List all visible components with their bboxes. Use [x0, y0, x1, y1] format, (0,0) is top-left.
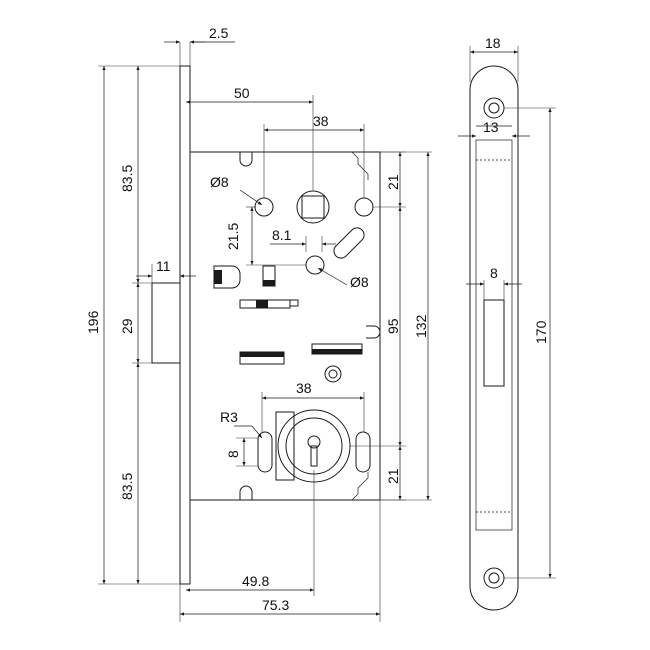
dim-body-width: 75.3 — [262, 597, 289, 613]
corner-notch-bottom — [351, 472, 369, 501]
strike-hole-bottom-outer — [483, 567, 505, 589]
spindle-square — [301, 195, 325, 219]
dim-key-center: 49.8 — [242, 573, 269, 589]
keyhole-round — [307, 435, 321, 449]
dim-strike-width: 18 — [485, 35, 501, 51]
dim-strike-height: 170 — [533, 320, 549, 344]
lock-body-drawing — [151, 65, 381, 585]
strike-plate-drawing — [469, 65, 519, 611]
dim-latch-width: 11 — [156, 258, 171, 274]
spindle-hub — [296, 190, 330, 224]
latch-head-fill — [214, 270, 222, 284]
corner-notch-top — [351, 151, 369, 180]
keyhole-slot — [310, 445, 318, 467]
slide-bar-2-fill — [240, 352, 284, 357]
dim-faceplate-lower: 83.5 — [119, 473, 135, 500]
strike-plate-recess — [475, 139, 513, 531]
dim-keyhole-spacing: 38 — [296, 380, 312, 396]
strike-latch-slot — [483, 299, 505, 387]
dim-backset: 50 — [234, 85, 250, 101]
dim-hole-center: Ø8 — [350, 274, 369, 290]
dim-faceplate-upper: 83.5 — [119, 165, 135, 192]
slide-bar-1-fill — [256, 300, 268, 308]
strike-hole-top-outer — [483, 97, 505, 119]
dim-latch-height: 29 — [119, 318, 135, 334]
lower-left-plate — [275, 411, 295, 481]
dim-center-95: 95 — [385, 318, 401, 334]
tab-top-left — [239, 152, 253, 167]
dim-overall-height: 196 — [85, 310, 101, 334]
cam-slot — [333, 227, 365, 259]
dim-offset-8-1: 8.1 — [272, 227, 292, 243]
faceplate — [179, 65, 191, 585]
dim-body-height: 132 — [413, 314, 429, 338]
tab-bottom-left — [239, 485, 253, 500]
screw-hole-center — [305, 255, 325, 275]
dim-strike-holes: 13 — [483, 119, 499, 135]
slot-right — [355, 431, 371, 473]
dim-hole-left: Ø8 — [210, 174, 229, 190]
screw-hole-right — [354, 197, 374, 217]
dim-offset-21-5: 21.5 — [225, 223, 241, 250]
strike-plate-outline — [469, 65, 519, 611]
dim-strike-slot: 8 — [490, 265, 498, 281]
dim-faceplate-thickness: 2.5 — [209, 25, 229, 41]
slide-bar-3-fill — [312, 349, 362, 354]
latch-spring-fill — [263, 280, 275, 286]
ring-outer — [324, 365, 342, 383]
strike-hole-top-inner — [488, 102, 500, 114]
ring-inner — [328, 369, 338, 379]
dimension-lines — [98, 40, 432, 622]
dim-spindle-spacing: 38 — [313, 113, 329, 129]
dim-top-21: 21 — [385, 174, 401, 190]
dim-radius: R3 — [220, 409, 238, 425]
slot-left — [257, 431, 273, 473]
lock-case — [189, 151, 381, 501]
dim-slot-8: 8 — [225, 450, 241, 458]
screw-hole-left — [254, 197, 274, 217]
strike-dimension-lines — [458, 46, 556, 579]
strike-hole-bottom-inner — [488, 572, 500, 584]
latch-head — [213, 265, 241, 289]
tab-right-mid — [366, 325, 381, 339]
slide-bar-1-end — [289, 299, 299, 307]
dim-bottom-21: 21 — [385, 468, 401, 484]
latch-bolt — [151, 282, 181, 364]
